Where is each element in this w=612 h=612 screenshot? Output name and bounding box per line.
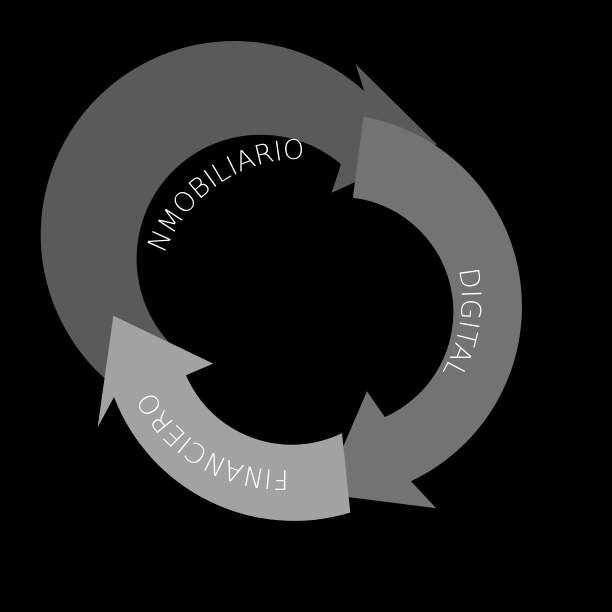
segment-financiero (97, 315, 351, 521)
segment-inmobiliario (40, 41, 437, 379)
segment-digital (322, 116, 522, 509)
